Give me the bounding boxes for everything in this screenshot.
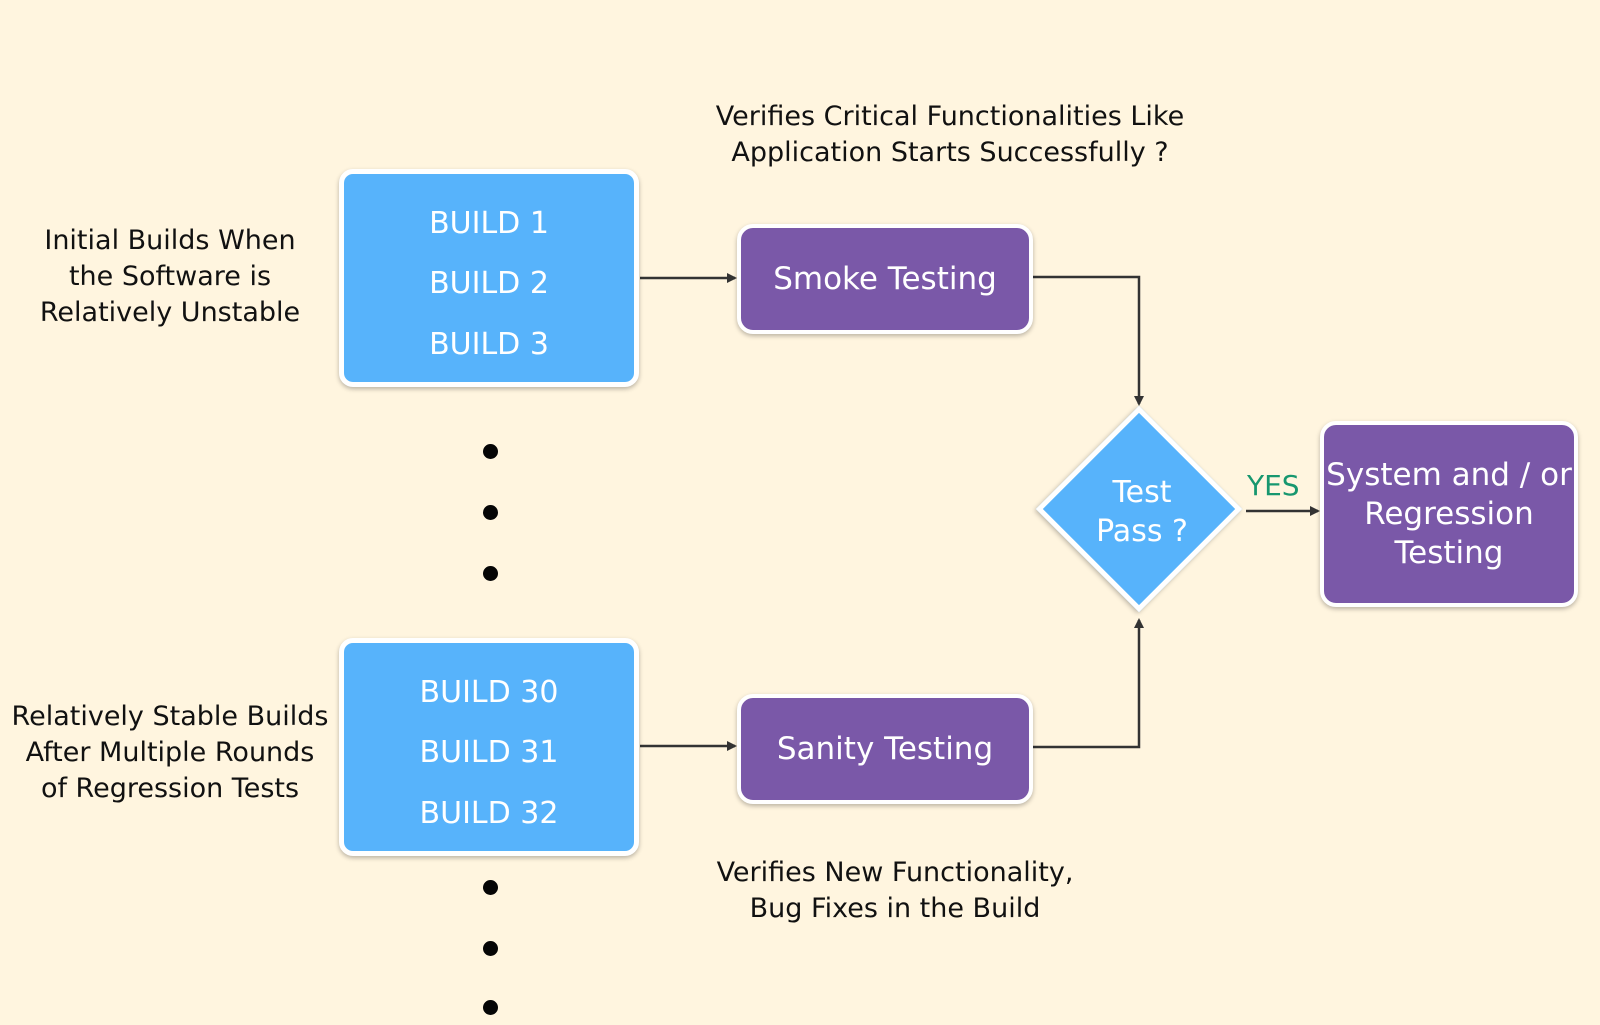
note-initial-builds: Initial Builds When the Software is Rela…	[39, 225, 301, 328]
build-group-stable: BUILD 30 BUILD 31 BUILD 32	[339, 638, 639, 856]
smoke-testing-label: Smoke Testing	[773, 261, 997, 297]
decision-label: Test Pass ?	[1096, 475, 1188, 549]
ellipsis-dot	[483, 1000, 498, 1015]
smoke-testing-box: Smoke Testing	[737, 224, 1033, 334]
ellipsis-dot	[483, 505, 498, 520]
note-smoke-testing: Verifies Critical Functionalities Like A…	[715, 101, 1185, 168]
sanity-testing-label: Sanity Testing	[776, 731, 994, 767]
note-sanity-testing: Verifies New Functionality, Bug Fixes in…	[716, 857, 1074, 924]
ellipsis-dot	[483, 941, 498, 956]
decision-test-pass: Test Pass ?	[1035, 405, 1246, 616]
system-regression-testing-box: System and / or Regression Testing	[1320, 421, 1578, 607]
yes-label: YES	[1247, 469, 1300, 502]
arrow-smoke-to-decision	[1033, 275, 1144, 406]
build-label-2: BUILD 2	[429, 266, 549, 301]
build-label-32: BUILD 32	[419, 796, 559, 831]
sanity-testing-box: Sanity Testing	[737, 694, 1033, 804]
build-group-initial: BUILD 1 BUILD 2 BUILD 3	[339, 169, 639, 387]
system-regression-testing-label: System and / or Regression Testing	[1326, 456, 1572, 571]
ellipsis-dot	[483, 880, 498, 895]
note-stable-builds: Relatively Stable Builds After Multiple …	[11, 701, 329, 804]
build-label-30: BUILD 30	[419, 675, 559, 710]
build-label-31: BUILD 31	[419, 735, 559, 770]
ellipsis-dot	[483, 444, 498, 459]
ellipsis-dot	[483, 566, 498, 581]
arrow-sanity-to-decision	[1033, 618, 1144, 749]
build-label-1: BUILD 1	[429, 206, 549, 241]
build-label-3: BUILD 3	[429, 327, 549, 362]
